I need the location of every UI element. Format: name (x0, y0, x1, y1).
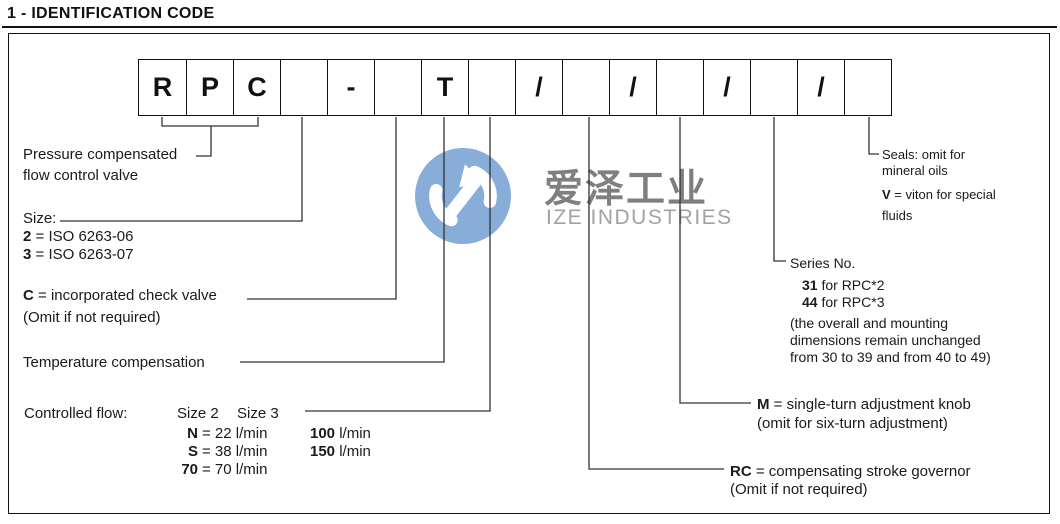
seals-paragraph: Seals: omit for mineral oils (882, 147, 996, 179)
series-note: (the overall and mounting dimensions rem… (790, 315, 991, 366)
label-line: M = single-turn adjustment knob (757, 395, 971, 414)
label-line: RC = compensating stroke governor (730, 463, 971, 481)
label-note: (Omit if not required) (23, 309, 161, 326)
m-text: = single-turn adjustment knob (769, 396, 971, 413)
label-line: fluids (882, 208, 913, 223)
check-valve-key: C (23, 287, 34, 304)
label-line: (the overall and mounting (790, 315, 948, 331)
code-cell (468, 60, 515, 115)
label-stroke-governor: RC = compensating stroke governor (Omit … (730, 463, 971, 499)
flow-size2-value: = 22 l/min (202, 425, 268, 442)
label-line: 2 = ISO 6263-06 (23, 228, 134, 246)
controlled-flow-label: Controlled flow: (24, 405, 128, 422)
label-note: (Omit if not required) (730, 481, 868, 498)
code-cell: / (515, 60, 562, 115)
series-option-key: 44 (802, 294, 818, 310)
identification-code-row: R P C - T / / / / (138, 59, 892, 116)
title-underline (2, 26, 1057, 28)
code-cell: / (703, 60, 750, 115)
column-header-size2: Size 2 (177, 405, 219, 422)
label-line: 31 for RPC*2 (802, 277, 885, 294)
flow-size3-number: 150 (310, 443, 336, 460)
code-cell: R (152, 72, 173, 102)
label-size: Size: (23, 210, 57, 227)
flow-key: S (187, 443, 198, 460)
code-cell (844, 60, 891, 115)
controlled-flow-row: 70= 70 l/min (24, 461, 454, 479)
code-cell: P (186, 60, 233, 115)
check-valve-text: = incorporated check valve (33, 287, 217, 304)
label-line: from 30 to 39 and from 40 to 49) (790, 349, 991, 365)
code-cell: T (421, 60, 468, 115)
rc-text: = compensating stroke governor (751, 463, 971, 480)
label-note: (omit for six-turn adjustment) (757, 415, 948, 432)
label-line: flow control valve (23, 167, 139, 184)
series-option-text: for RPC*2 (817, 277, 885, 293)
size-option-key: 3 (23, 246, 32, 263)
label-line: 3 = ISO 6263-07 (23, 246, 134, 264)
label-pressure-compensated: Pressure compensated flow control valve (23, 144, 177, 186)
rc-key: RC (730, 463, 752, 480)
column-header-size3: Size 3 (237, 405, 279, 422)
seals-viton-paragraph: V = viton for special fluids (882, 184, 996, 226)
series-option-key: 31 (802, 277, 818, 293)
controlled-flow-table: Controlled flow: Size 2 Size 3 N= 22 l/m… (24, 405, 454, 479)
flow-size3-unit: l/min (335, 425, 371, 442)
code-cell (656, 60, 703, 115)
label-line: Pressure compensated (23, 146, 178, 163)
size-option-text: = ISO 6263-07 (31, 246, 134, 263)
label-line: dimensions remain unchanged (790, 332, 981, 348)
flow-key: 70 (181, 461, 198, 478)
label-size-options: 2 = ISO 6263-06 3 = ISO 6263-07 (23, 228, 134, 264)
code-cell (374, 60, 421, 115)
flow-size3-number: 100 (310, 425, 336, 442)
label-line: Seals: omit for (882, 147, 966, 162)
label-seals: Seals: omit for mineral oils V = viton f… (882, 147, 996, 226)
controlled-flow-row: N= 22 l/min 100 l/min (24, 425, 454, 443)
size-option-text: = ISO 6263-06 (31, 228, 134, 245)
label-temperature-compensation: Temperature compensation (23, 354, 205, 371)
series-options: 31 for RPC*2 44 for RPC*3 (802, 277, 885, 311)
series-option-text: for RPC*3 (817, 294, 885, 310)
controlled-flow-header: Controlled flow: Size 2 Size 3 (24, 405, 454, 425)
label-adjustment-knob: M = single-turn adjustment knob (omit fo… (757, 395, 971, 433)
code-cell (280, 60, 327, 115)
m-key: M (757, 396, 770, 413)
flow-size2-value: = 70 l/min (202, 461, 268, 478)
label-check-valve: C = incorporated check valve (Omit if no… (23, 285, 217, 329)
flow-size2-value: = 38 l/min (202, 443, 268, 460)
code-cell (750, 60, 797, 115)
flow-size3-value: 100 l/min (310, 425, 371, 443)
seals-viton-key: V (882, 187, 891, 202)
flow-size3-unit: l/min (335, 443, 371, 460)
label-series-no: Series No. (790, 255, 856, 271)
size-option-key: 2 (23, 228, 32, 245)
controlled-flow-row: S= 38 l/min 150 l/min (24, 443, 454, 461)
page-title: 1 - IDENTIFICATION CODE (7, 5, 215, 22)
diagram-frame (8, 33, 1050, 514)
code-cell (562, 60, 609, 115)
flow-key: N (187, 425, 198, 442)
code-cell: / (797, 60, 844, 115)
code-cell: C (233, 60, 280, 115)
code-cell: - (327, 60, 374, 115)
flow-size3-value: 150 l/min (310, 443, 371, 461)
label-line: mineral oils (882, 163, 948, 178)
seals-viton-text: = viton for special (890, 187, 996, 202)
label-line: C = incorporated check valve (23, 285, 217, 307)
label-line: V = viton for special (882, 184, 996, 205)
code-cell: / (609, 60, 656, 115)
label-line: 44 for RPC*3 (802, 294, 885, 311)
